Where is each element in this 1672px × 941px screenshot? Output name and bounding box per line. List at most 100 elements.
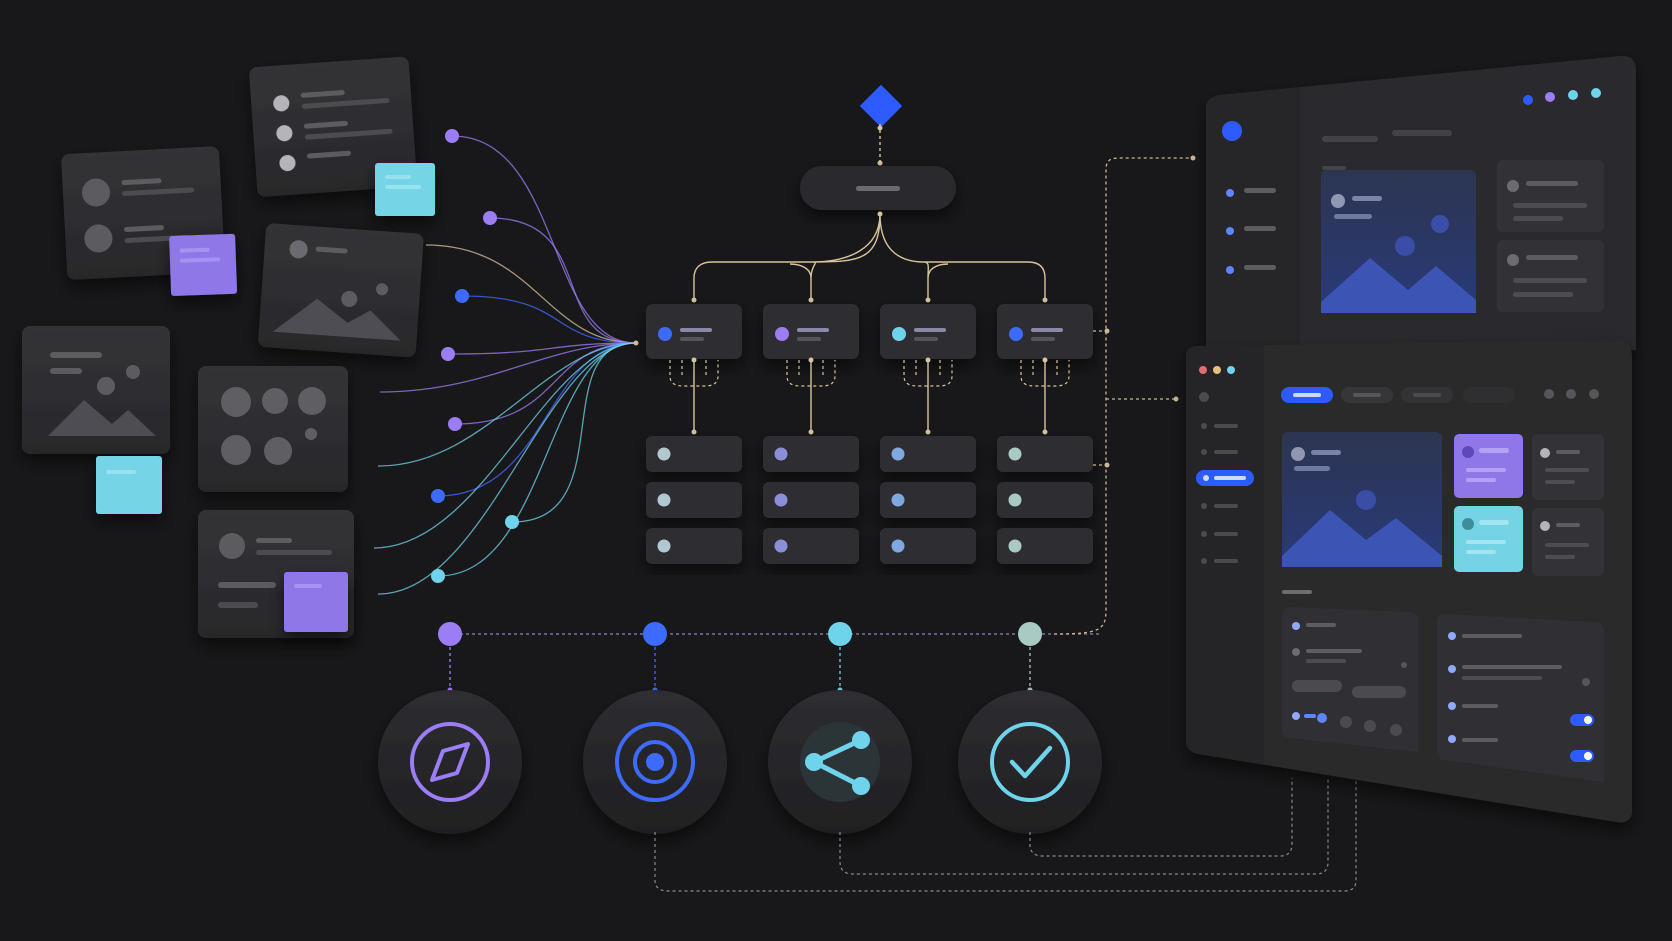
settings-panel[interactable] (1282, 607, 1418, 752)
list-card[interactable] (1497, 160, 1604, 232)
source-card-dot-grid[interactable] (198, 366, 348, 492)
source-node[interactable] (441, 347, 455, 361)
source-card-bullet-list[interactable] (249, 56, 418, 197)
sidebar (1226, 188, 1276, 274)
connector-line (425, 244, 637, 344)
task-dot (657, 493, 671, 507)
list-card[interactable] (1532, 508, 1604, 576)
task-node[interactable] (646, 436, 742, 472)
source-node[interactable] (445, 129, 459, 143)
task-node[interactable] (880, 482, 976, 518)
image-card[interactable] (1282, 432, 1442, 567)
sticky-note-cyan[interactable] (375, 163, 435, 216)
share-icon (800, 722, 880, 802)
connector-line (489, 217, 637, 344)
stage-complete (958, 622, 1102, 834)
task-node[interactable] (646, 528, 742, 564)
source-node[interactable] (431, 489, 445, 503)
source-node[interactable] (431, 569, 445, 583)
window-dots (1523, 88, 1601, 105)
dashboard-back[interactable] (1206, 55, 1636, 350)
connector-line (447, 342, 637, 355)
status-dot (775, 327, 789, 341)
connector-line (373, 342, 637, 549)
image-card[interactable] (1321, 170, 1476, 313)
sticky-note-violet[interactable] (169, 233, 238, 296)
task-node[interactable] (880, 528, 976, 564)
tab-bar (1281, 387, 1599, 403)
tab[interactable] (1463, 387, 1515, 403)
source-card-image[interactable] (22, 326, 170, 454)
return-connectors (654, 778, 1357, 892)
task-dot (1008, 447, 1022, 461)
window-dots (1199, 366, 1235, 374)
stage-button[interactable] (378, 690, 522, 834)
stage-button[interactable] (958, 690, 1102, 834)
connector-line (454, 342, 637, 425)
source-card-image[interactable] (258, 223, 424, 358)
connector-line (377, 342, 637, 467)
source-node[interactable] (505, 515, 519, 529)
list-card[interactable] (1497, 240, 1604, 312)
task-dot (657, 447, 671, 461)
status-dot (658, 327, 672, 341)
source-node[interactable] (483, 211, 497, 225)
task-dot (774, 493, 788, 507)
stage-focus (583, 622, 727, 834)
source-cards (22, 56, 435, 638)
status-dot (892, 327, 906, 341)
connector-line (451, 135, 637, 344)
task-node[interactable] (763, 482, 859, 518)
task-dot (891, 447, 905, 461)
stage-node[interactable] (1018, 622, 1042, 646)
root-node[interactable] (800, 166, 956, 210)
stage-node[interactable] (438, 622, 462, 646)
accent-card-cyan[interactable] (1454, 506, 1523, 572)
task-node[interactable] (997, 482, 1093, 518)
sidebar (1196, 392, 1254, 564)
diamond-icon[interactable] (859, 84, 903, 128)
branch-node[interactable] (646, 304, 742, 359)
check-circle-icon (990, 722, 1070, 802)
stage-connector-dots (1104, 155, 1196, 468)
task-node[interactable] (997, 436, 1093, 472)
task-dot (1008, 539, 1022, 553)
stage-node[interactable] (828, 622, 852, 646)
source-node[interactable] (455, 289, 469, 303)
task-node[interactable] (997, 528, 1093, 564)
chip[interactable] (1352, 686, 1406, 698)
task-node[interactable] (763, 436, 859, 472)
task-node[interactable] (763, 528, 859, 564)
connector-line (511, 342, 637, 523)
branch (646, 304, 742, 564)
branch-node[interactable] (880, 304, 976, 359)
list-card[interactable] (1532, 434, 1604, 500)
status-dot (1009, 327, 1023, 341)
branch (880, 304, 976, 564)
accent-card-violet[interactable] (1454, 434, 1523, 498)
connector-line (377, 342, 637, 595)
branch (997, 304, 1093, 564)
source-node[interactable] (448, 417, 462, 431)
target-icon (615, 722, 695, 802)
branch-node[interactable] (763, 304, 859, 359)
connector-line (437, 342, 637, 497)
chip[interactable] (1292, 680, 1342, 692)
app-logo-icon (1222, 121, 1242, 141)
avatar (82, 178, 111, 207)
task-node[interactable] (646, 482, 742, 518)
toggles-panel[interactable] (1437, 614, 1604, 782)
toggle-switch[interactable] (1570, 750, 1594, 762)
connector-line (461, 295, 637, 344)
dashboard-front[interactable] (1186, 340, 1632, 823)
task-node[interactable] (880, 436, 976, 472)
stage-node[interactable] (643, 622, 667, 646)
fan-in-nodes (431, 129, 639, 583)
sticky-note-cyan[interactable] (96, 456, 162, 514)
sticky-note-violet[interactable] (284, 572, 348, 632)
connector-line (379, 342, 637, 393)
task-dot (891, 539, 905, 553)
branch-node[interactable] (997, 304, 1093, 359)
toggle-switch[interactable] (1570, 714, 1594, 726)
